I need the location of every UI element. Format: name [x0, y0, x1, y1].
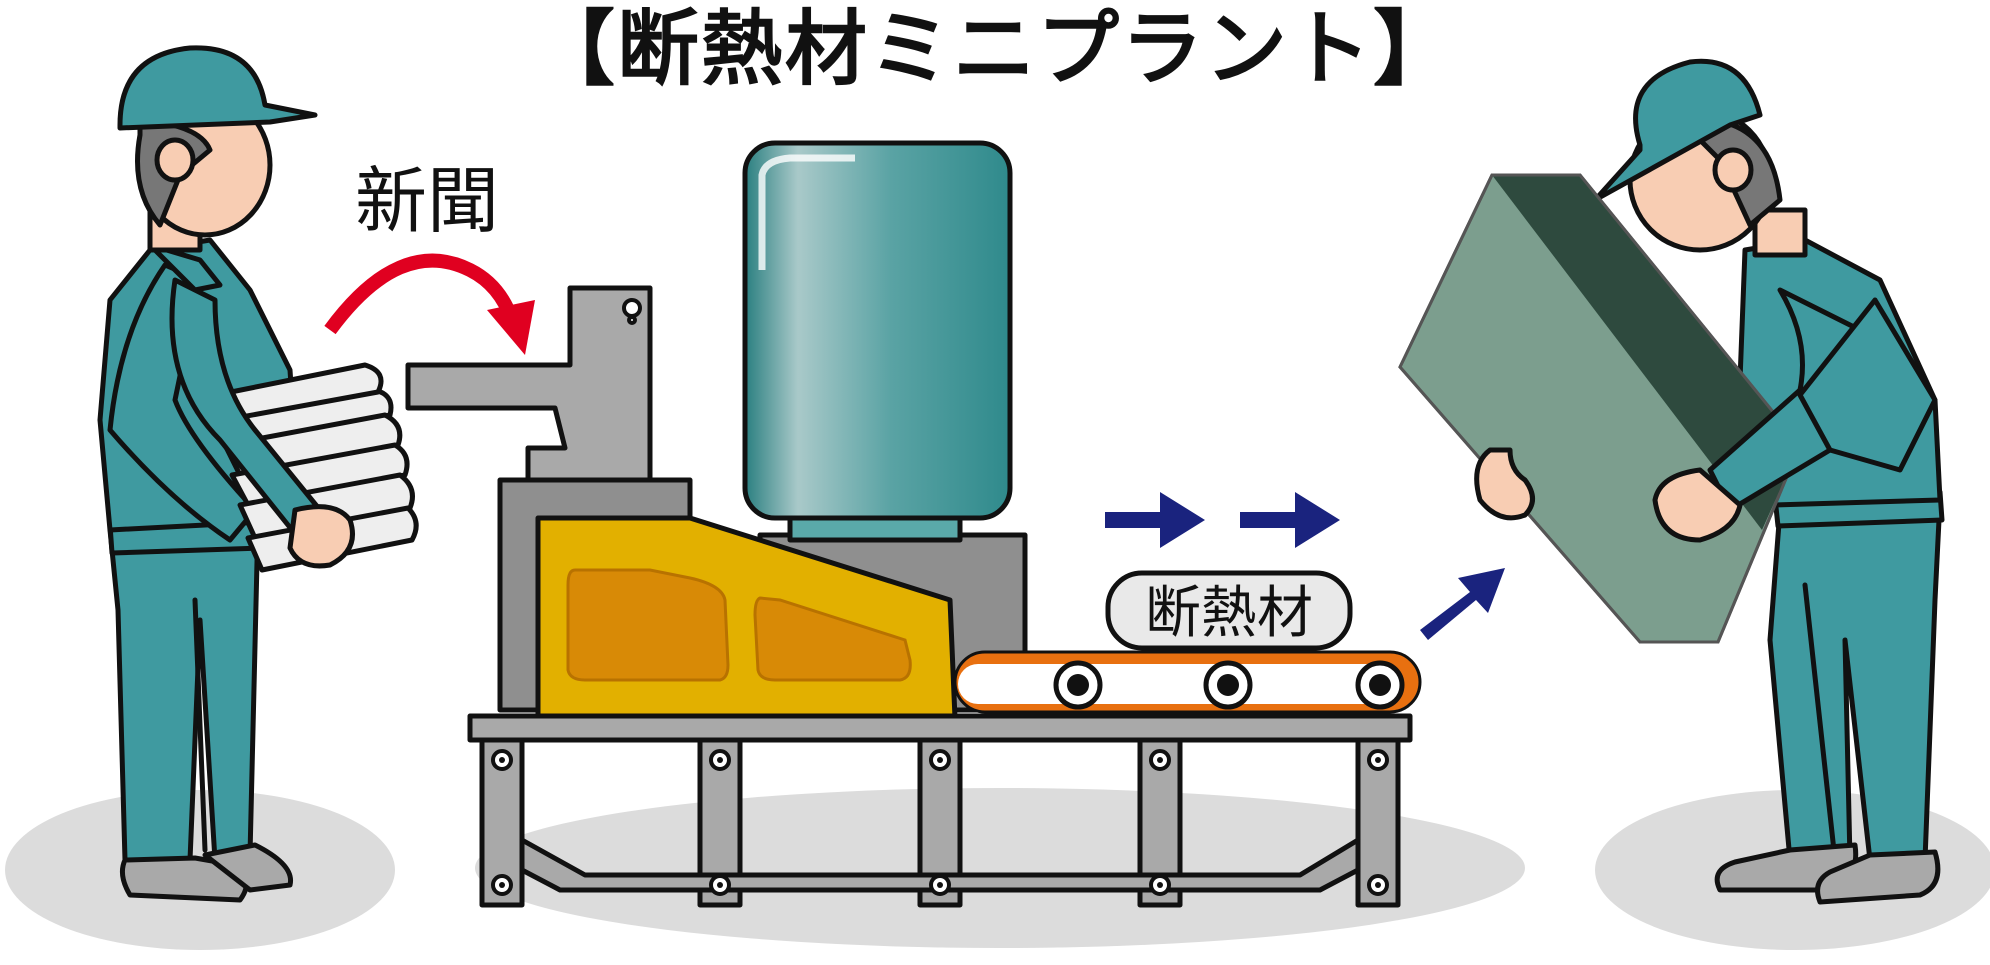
- roller: [1053, 660, 1103, 710]
- flow-arrow-icon: [1105, 492, 1205, 548]
- newspaper-label: 新聞: [355, 159, 500, 243]
- feed-arrow-icon: [324, 253, 535, 355]
- product-label: 断熱材: [1145, 581, 1313, 646]
- roller: [1355, 660, 1405, 710]
- page-title: 【断熱材ミニプラント】: [532, 2, 1457, 97]
- insulation-panel: [1398, 173, 1802, 644]
- worker-right-arms: [1474, 287, 1938, 543]
- plant-machine: 断熱材: [405, 140, 1422, 908]
- output-arrow-icon: [1420, 568, 1505, 640]
- roller: [1203, 660, 1253, 710]
- flow-arrow-icon: [1240, 492, 1340, 548]
- worker-left: [97, 45, 419, 903]
- conveyor: [953, 650, 1422, 714]
